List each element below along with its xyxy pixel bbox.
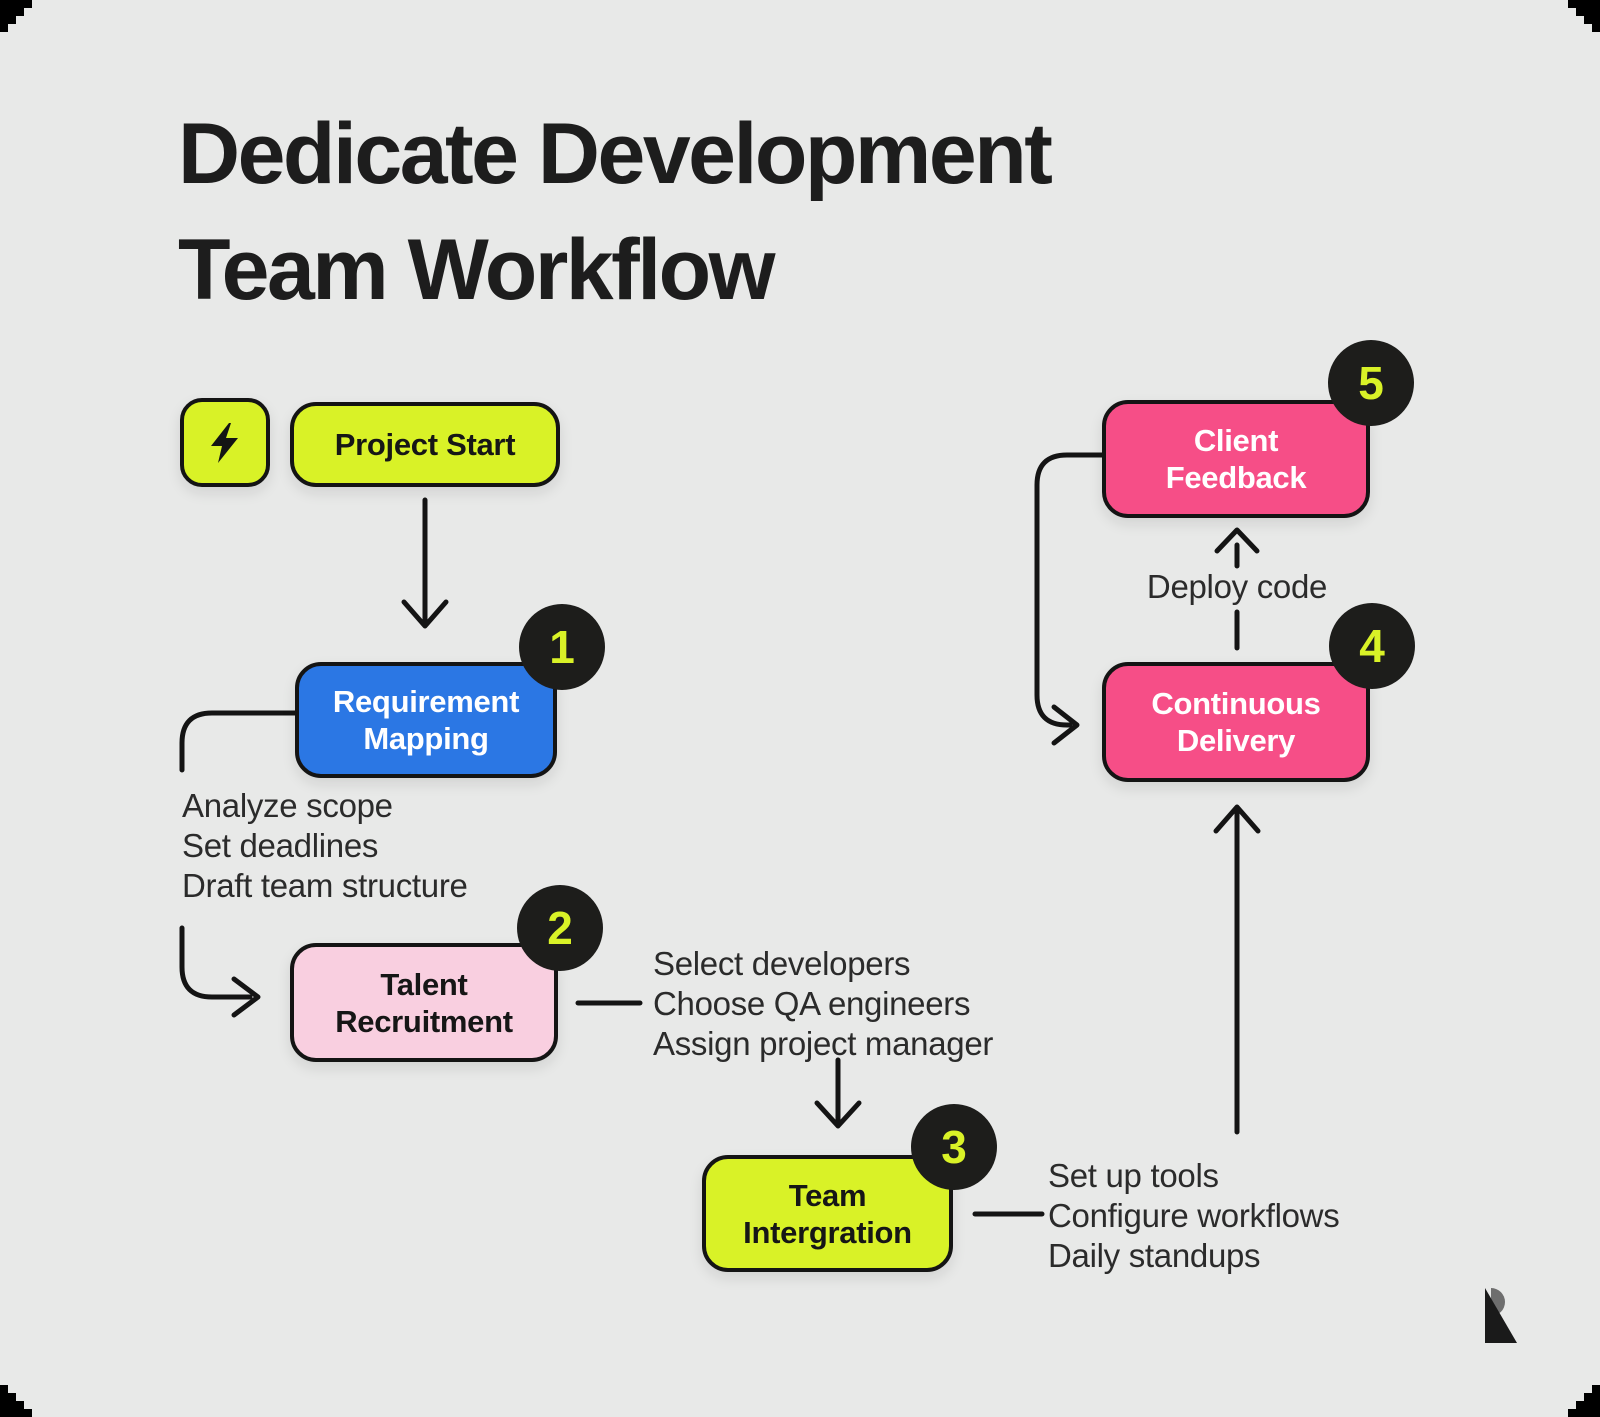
node-project-start[interactable]: Project Start	[290, 402, 560, 487]
node-continuous-delivery[interactable]: Continuous Delivery	[1102, 662, 1370, 782]
badge-step-5: 5	[1328, 340, 1414, 426]
badge-step-4-number: 4	[1359, 620, 1385, 672]
badge-step-1: 1	[519, 604, 605, 690]
edge-label-deploy-code: Deploy code	[1146, 568, 1328, 605]
node-client-feedback-label: Client Feedback	[1165, 423, 1307, 495]
badge-step-2-number: 2	[547, 902, 573, 954]
node-talent-recruitment[interactable]: Talent Recruitment	[290, 943, 558, 1062]
note-talent-recruitment: Select developers Choose QA engineers As…	[653, 944, 993, 1064]
note-line: Choose QA engineers	[653, 985, 971, 1022]
badge-step-3-number: 3	[941, 1121, 967, 1173]
node-requirement-mapping-label: Requirement Mapping	[332, 684, 520, 756]
arrow-note-to-recruitment	[179, 925, 261, 1018]
stepped-corner-top-right	[1568, 0, 1600, 32]
ramotion-r-logo	[1485, 1288, 1517, 1343]
node-team-integration[interactable]: Team Intergration	[702, 1155, 953, 1272]
connector-mapping-to-note	[179, 710, 298, 773]
arrow-start-to-mapping	[401, 497, 449, 629]
badge-step-4: 4	[1329, 603, 1415, 689]
page-title-line1: Dedicate Development	[178, 106, 1053, 202]
stepped-corner-bottom-right	[1568, 1385, 1600, 1417]
badge-step-5-number: 5	[1358, 357, 1384, 409]
note-requirement-mapping: Analyze scope Set deadlines Draft team s…	[182, 786, 468, 906]
node-client-feedback[interactable]: Client Feedback	[1102, 400, 1370, 518]
arrow-integration-to-delivery	[1213, 804, 1261, 1135]
arrow-note-to-integration	[814, 1057, 862, 1129]
badge-step-3: 3	[911, 1104, 997, 1190]
arrow-deploy-upper	[1214, 527, 1260, 569]
node-requirement-mapping[interactable]: Requirement Mapping	[295, 662, 557, 778]
lightning-icon	[180, 398, 270, 487]
note-line: Daily standups	[1048, 1237, 1261, 1274]
note-line: Set up tools	[1048, 1157, 1219, 1194]
stepped-corner-top-left	[0, 0, 32, 32]
lightning-bolt-glyph	[211, 422, 238, 463]
stepped-corner-bottom-left	[0, 1385, 32, 1417]
note-line: Analyze scope	[182, 787, 393, 824]
note-line: Set deadlines	[182, 827, 379, 864]
page-title: Dedicate Development Team Workflow	[178, 96, 1053, 328]
node-project-start-label: Project Start	[334, 427, 516, 462]
note-line: Select developers	[653, 945, 911, 982]
node-team-integration-label: Team Intergration	[743, 1177, 912, 1250]
badge-step-1-number: 1	[549, 621, 575, 673]
note-line: Draft team structure	[182, 867, 468, 904]
note-line: Configure workflows	[1048, 1197, 1340, 1234]
note-line: Assign project manager	[653, 1025, 994, 1062]
note-team-integration: Set up tools Configure workflows Daily s…	[1048, 1156, 1340, 1276]
page-title-line2: Team Workflow	[178, 222, 776, 318]
node-talent-recruitment-label: Talent Recruitment	[335, 966, 513, 1039]
node-continuous-delivery-label: Continuous Delivery	[1151, 686, 1321, 758]
badge-step-2: 2	[517, 885, 603, 971]
